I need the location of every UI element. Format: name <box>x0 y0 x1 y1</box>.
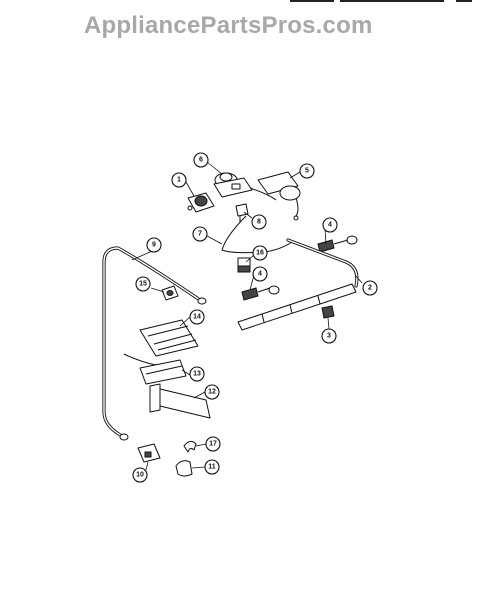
part-12-bar <box>149 383 211 419</box>
part-15-fitting <box>161 285 179 301</box>
part-13-burner <box>123 353 187 385</box>
callout-8: 8 <box>251 214 267 230</box>
part-6-valve-assembly <box>213 172 277 201</box>
svg-text:1: 1 <box>177 177 181 184</box>
svg-text:5: 5 <box>305 168 309 175</box>
callout-4-lower: 4 <box>252 266 268 282</box>
svg-text:11: 11 <box>208 464 216 471</box>
part-11-clamp <box>175 460 193 477</box>
part-10-bracket <box>137 443 161 463</box>
svg-text:12: 12 <box>208 389 216 396</box>
part-7-wire <box>221 215 293 254</box>
part-8-clip <box>235 203 249 222</box>
svg-text:6: 6 <box>199 157 203 164</box>
top-border-segment-3 <box>456 0 472 2</box>
callout-2: 2 <box>362 280 378 296</box>
callout-10: 10 <box>132 467 148 483</box>
svg-text:17: 17 <box>209 441 217 448</box>
callout-12: 12 <box>204 384 220 400</box>
top-border-segment-1 <box>290 0 334 2</box>
svg-text:4: 4 <box>258 271 262 278</box>
callout-17: 17 <box>205 436 221 452</box>
part-4-orifice-lower <box>241 285 280 301</box>
callout-6: 6 <box>193 152 209 168</box>
site-watermark: AppliancePartsPros.com <box>84 12 373 39</box>
svg-text:16: 16 <box>256 250 264 257</box>
svg-text:2: 2 <box>368 285 372 292</box>
callout-1: 1 <box>171 172 187 188</box>
svg-text:4: 4 <box>328 222 332 229</box>
part-17-clip <box>183 440 197 453</box>
callout-5: 5 <box>299 163 315 179</box>
callout-3: 3 <box>321 328 337 344</box>
svg-text:7: 7 <box>198 231 202 238</box>
manifold-bracket <box>237 283 357 331</box>
svg-text:15: 15 <box>139 281 147 288</box>
part-4-orifice-upper <box>317 235 358 253</box>
callout-15: 15 <box>135 276 151 292</box>
callout-13: 13 <box>189 366 205 382</box>
svg-text:14: 14 <box>193 314 201 321</box>
part-14-shield <box>139 319 199 357</box>
part-9-tube <box>102 246 207 441</box>
callout-7: 7 <box>192 226 208 242</box>
callout-4-upper: 4 <box>322 217 338 233</box>
callout-9: 9 <box>146 237 162 253</box>
svg-text:10: 10 <box>136 472 144 479</box>
part-3-clip <box>321 305 335 319</box>
top-border-segment-2 <box>340 0 444 2</box>
svg-text:9: 9 <box>152 242 156 249</box>
callout-11: 11 <box>204 459 220 475</box>
svg-text:8: 8 <box>257 219 261 226</box>
callout-14: 14 <box>189 309 205 325</box>
part-1-control <box>187 192 215 213</box>
svg-text:3: 3 <box>327 333 331 340</box>
part-5-valve <box>257 171 301 221</box>
callout-16: 16 <box>252 245 268 261</box>
svg-text:13: 13 <box>193 371 201 378</box>
